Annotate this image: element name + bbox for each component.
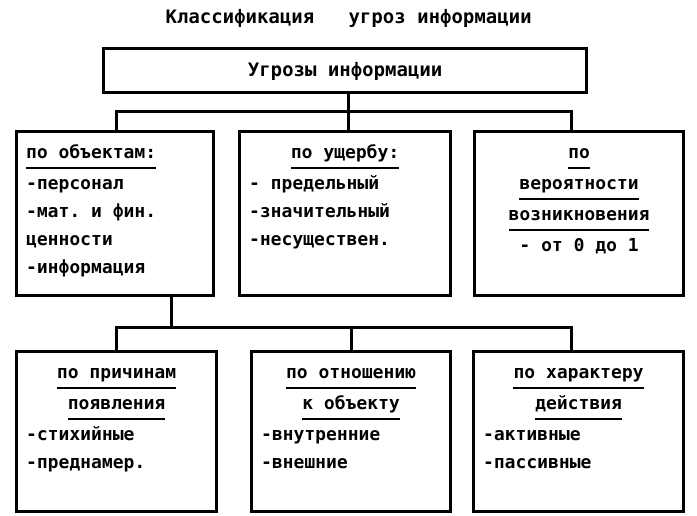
- node-po-obyektam-content: по объектам: -персонал -мат. и фин. ценн…: [18, 133, 212, 282]
- node-po-prichinam-item-1: -преднамер.: [26, 452, 146, 473]
- node-po-veroyatnosti-header-2: возникновения: [508, 201, 650, 231]
- connector-row1-drop-1: [115, 110, 118, 132]
- node-root-label: Угрозы информации: [247, 59, 443, 81]
- node-po-obyektam-item-3: -информация: [26, 257, 146, 278]
- node-po-veroyatnosti-vozniknoveniya[interactable]: по вероятности возникновения - от 0 до 1: [473, 130, 685, 297]
- connector-root-stem: [347, 94, 350, 113]
- node-po-prichinam-poyavleniya[interactable]: по причинам появления -стихийные -предна…: [15, 350, 218, 513]
- diagram-title: Классификация угроз информации: [165, 6, 532, 28]
- node-po-otnosheniyu-content: по отношению к объекту -внутренние -внеш…: [253, 353, 449, 477]
- node-po-kharakteru-item-0: -активные: [483, 424, 581, 445]
- connector-row1-bus: [115, 110, 573, 113]
- node-po-obyektam-item-0: -персонал: [26, 173, 124, 194]
- node-po-obyektam-item-2: ценности: [26, 229, 113, 250]
- node-po-ushcherbu-item-0: - предельный: [249, 173, 380, 194]
- node-po-ushcherbu-item-2: -несуществен.: [249, 229, 390, 250]
- node-po-kharakteru-item-1: -пассивные: [483, 452, 592, 473]
- node-po-obyektam[interactable]: по объектам: -персонал -мат. и фин. ценн…: [15, 130, 215, 297]
- node-po-veroyatnosti-header-0: по: [568, 139, 590, 169]
- connector-row1-drop-2: [347, 110, 350, 132]
- node-po-ushcherbu[interactable]: по ущербу: - предельный -значительный -н…: [238, 130, 452, 297]
- node-po-otnosheniyu-item-1: -внешние: [261, 452, 348, 473]
- node-po-prichinam-content: по причинам появления -стихийные -предна…: [18, 353, 215, 477]
- node-po-kharakteru-header-0: по характеру: [513, 359, 644, 389]
- connector-row2-drop-2: [350, 326, 353, 352]
- node-po-obyektam-item-1: -мат. и фин.: [26, 201, 157, 222]
- node-po-veroyatnosti-item-0: - от 0 до 1: [519, 235, 639, 256]
- connector-row2-bus: [115, 326, 573, 329]
- node-po-kharakteru-deystviya[interactable]: по характеру действия -активные -пассивн…: [472, 350, 685, 513]
- node-po-otnosheniyu-header-0: по отношению: [285, 359, 417, 389]
- node-po-ushcherbu-item-1: -значительный: [249, 201, 390, 222]
- node-po-otnosheniyu-header-1: к объекту: [302, 390, 400, 420]
- node-po-prichinam-item-0: -стихийные: [26, 424, 135, 445]
- connector-row1-drop-3: [570, 110, 573, 132]
- connector-row2-stem: [170, 297, 173, 329]
- node-po-otnosheniyu-item-0: -внутренние: [261, 424, 381, 445]
- node-root[interactable]: Угрозы информации: [102, 47, 588, 94]
- node-po-kharakteru-content: по характеру действия -активные -пассивн…: [475, 353, 682, 477]
- node-po-otnosheniyu-k-obyektu[interactable]: по отношению к объекту -внутренние -внеш…: [250, 350, 452, 513]
- node-po-ushcherbu-header-0: по ущербу:: [290, 139, 400, 169]
- node-po-kharakteru-header-1: действия: [535, 390, 622, 420]
- node-po-prichinam-header-1: появления: [67, 390, 166, 420]
- node-po-prichinam-header-0: по причинам: [56, 359, 177, 389]
- node-po-ushcherbu-content: по ущербу: - предельный -значительный -н…: [241, 133, 449, 254]
- connector-row2-drop-3: [570, 326, 573, 352]
- node-po-veroyatnosti-content: по вероятности возникновения - от 0 до 1: [476, 133, 682, 260]
- node-po-obyektam-header-0: по объектам:: [26, 139, 157, 169]
- node-po-veroyatnosti-header-1: вероятности: [519, 170, 639, 200]
- connector-row2-drop-1: [115, 326, 118, 352]
